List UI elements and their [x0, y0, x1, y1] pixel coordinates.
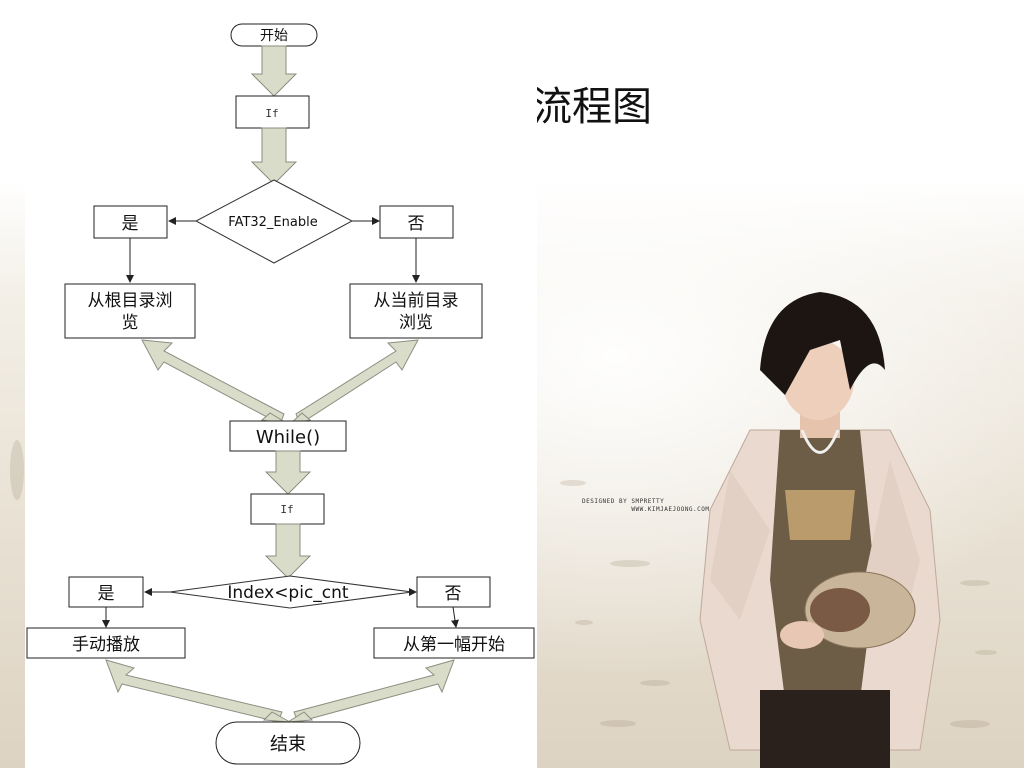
manual-play-label: 手动播放 [72, 635, 140, 655]
sand-speck [600, 720, 636, 727]
decision-label-2: Index<pic_cnt [227, 583, 349, 603]
end-label: 结束 [270, 734, 306, 755]
while-box [229, 420, 347, 452]
browse-current-label-line2: 浏览 [399, 313, 433, 333]
if-box-2 [250, 493, 325, 525]
decision-diamond-2 [169, 575, 413, 609]
sand-speck [560, 480, 586, 486]
manual-play-box [26, 627, 186, 659]
browse-current-label-line1: 从当前目录 [374, 291, 459, 311]
sand-speck [610, 560, 650, 567]
browse-root-label-line1: 从根目录浏 [88, 291, 173, 311]
while-label: While() [256, 427, 320, 448]
sand-speck [10, 440, 24, 500]
no-label-2: 否 [445, 584, 462, 604]
no-label-1: 否 [408, 214, 425, 234]
yes-label-2: 是 [98, 584, 115, 604]
block-arrow-manual-end [105, 659, 283, 723]
sand-speck [975, 650, 997, 655]
block-arrow-current-while [295, 339, 419, 425]
decision-diamond-1 [194, 179, 354, 264]
person-photo [699, 292, 941, 768]
slide-title: 流程图 [532, 84, 652, 130]
photo-watermark: DESIGNED BY SMPRETTY WWW.KIMJAEJOONG.COM [582, 498, 710, 514]
sand-speck [640, 680, 670, 686]
end-terminator [215, 721, 361, 765]
browse-root-label-line2: 览 [122, 313, 139, 333]
browse-root-box [64, 283, 196, 339]
block-arrow-first-end-head [287, 711, 314, 723]
block-arrow-while-if [264, 450, 312, 495]
block-arrow-if-decision2 [264, 523, 312, 579]
arrow-no2-first [451, 606, 459, 628]
yes-box-2 [68, 576, 144, 608]
block-arrow-root-while [141, 339, 285, 425]
decision-label-1: FAT32_Enable [228, 215, 317, 230]
browse-current-box [349, 283, 483, 339]
block-arrow-manual-end-head [262, 711, 291, 723]
from-first-label: 从第一幅开始 [403, 635, 505, 655]
from-first-box [373, 627, 535, 659]
if-label-1: If [265, 107, 278, 120]
block-arrow-start-if [250, 45, 298, 97]
watermark-line-1: DESIGNED BY SMPRETTY [582, 498, 665, 505]
sand-speck [960, 580, 990, 586]
sand-speck [950, 720, 990, 728]
block-arrow-first-end [293, 659, 455, 723]
yes-box-1 [93, 205, 168, 239]
yes-label-1: 是 [122, 214, 139, 234]
watermark-line-2: WWW.KIMJAEJOONG.COM [631, 506, 710, 513]
sand-speck [575, 620, 593, 625]
no-box-1 [379, 205, 454, 239]
block-arrow-if-decision [250, 127, 298, 185]
if-label-2: If [280, 503, 293, 516]
start-label: 开始 [260, 28, 288, 44]
